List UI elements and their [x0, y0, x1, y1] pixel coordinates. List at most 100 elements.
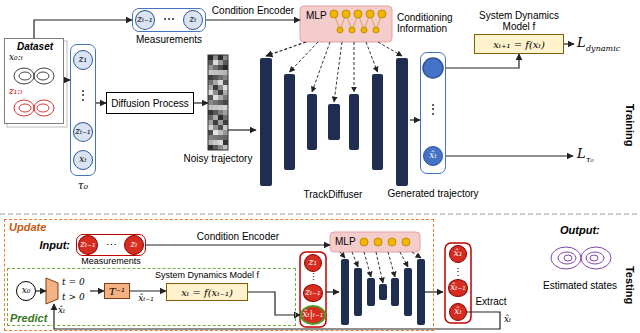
- state-circle: xₜ: [73, 150, 93, 170]
- noisy-heatmap-part: [223, 125, 228, 130]
- node-text: Measurements: [136, 34, 202, 45]
- state-circle: x̂ₜ₋₁: [448, 279, 469, 297]
- dataset-box: Datasetx₀:ₜz₁:ₜ: [4, 38, 64, 124]
- mlp-illustration: [300, 6, 420, 252]
- noisy-heatmap-part: [213, 105, 218, 110]
- noisy-heatmap-part: [208, 145, 213, 150]
- mlp-illustration-part: [300, 6, 392, 42]
- switch-trapezoid: [46, 278, 58, 304]
- noisy-heatmap-part: [218, 60, 223, 65]
- node-text: Input:: [39, 239, 70, 251]
- noisy-heatmap-part: [218, 135, 223, 140]
- conditioning-arrows-part: [378, 42, 402, 56]
- state-circle: zₜ: [183, 10, 203, 30]
- noisy-heatmap-part: [213, 140, 218, 145]
- state-circle: x̂ₜ: [423, 146, 443, 166]
- node-text: System Dynamics Model f: [155, 271, 259, 281]
- noisy-heatmap-part: [218, 100, 223, 105]
- flow-arrows: [326, 44, 574, 292]
- conditioning-arrows-part: [354, 42, 355, 92]
- noisy-heatmap-part: [218, 90, 223, 95]
- noisy-heatmap-part: [213, 95, 218, 100]
- connector: [266, 42, 306, 56]
- conditioning-arrows-part: [312, 42, 330, 92]
- node-text: x̂ₜ: [454, 307, 461, 317]
- conditioning-arrows-part: [290, 42, 319, 72]
- dataset-illustration-part: [14, 68, 54, 84]
- node-text: Generated trajectory: [387, 188, 478, 199]
- node-text: MLP: [335, 236, 356, 247]
- dynamics-box: System Dynamics Model fxₜ = f(xₜ₋₁): [166, 283, 248, 301]
- node-text: TrackDiffuser: [304, 189, 363, 200]
- node-text: zₜ: [131, 240, 138, 250]
- noisy-heatmap-part: [223, 55, 228, 60]
- noisy-heatmap-part: [208, 110, 213, 115]
- noisy-heatmap-part: [218, 130, 223, 135]
- dataset-illustration-part-part: [34, 68, 54, 84]
- unet-illustration-part: [307, 94, 317, 150]
- noisy-heatmap-part: [208, 80, 213, 85]
- noisy-heatmap-part: [218, 70, 223, 75]
- ellipsis: ⋯: [163, 13, 175, 26]
- noisy-heatmap-part: [208, 105, 213, 110]
- section-label: Testing: [624, 266, 636, 304]
- connector: [194, 102, 208, 103]
- mlp-illustration-part-part: [373, 27, 379, 33]
- edge-label: Condition Encoder: [211, 5, 295, 16]
- node-text: zₜ₋₁: [80, 240, 95, 250]
- noisy-heatmap-part: [208, 75, 213, 80]
- conditioning-arrows-part: [388, 252, 395, 277]
- node-text: z₁: [309, 258, 317, 268]
- connector: [36, 290, 46, 291]
- connector: [248, 292, 300, 315]
- node-text: Dataset: [17, 41, 53, 52]
- connector: [34, 20, 132, 38]
- dynamics-box: System Dynamics Model fxₜ₊₁ = f(xₜ): [474, 34, 564, 54]
- noisy-heatmap-part: [218, 120, 223, 125]
- mlp-illustration-part-part: [360, 238, 368, 246]
- noisy-heatmap-part: [213, 60, 218, 65]
- noisy-heatmap-part: [208, 125, 213, 130]
- unet-model: TrackDiffuser: [256, 56, 410, 186]
- node-text: zₜ₋₁: [305, 288, 320, 298]
- node-text: t > 0: [62, 293, 85, 303]
- unet-illustration-part: [284, 74, 295, 170]
- mlp-illustration-part-part: [378, 10, 386, 18]
- unet-illustration-part: [328, 104, 340, 140]
- edge-label: x̂ₜ₋₁: [137, 294, 155, 304]
- noisy-heatmap-part: [213, 55, 218, 60]
- ellipsis: ⋯: [106, 239, 117, 251]
- section-label: Training: [624, 104, 636, 147]
- state-circle: zₜ: [124, 235, 144, 255]
- noisy-heatmap-part: [213, 80, 218, 85]
- ellipsis: ⋮: [309, 273, 318, 283]
- noisy-heatmap-part: [218, 125, 223, 130]
- noisy-heatmap-part: [223, 95, 228, 100]
- mlp-illustration-part-part: [402, 238, 410, 246]
- state-circle: zₜ₋₁: [78, 235, 98, 255]
- noisy-heatmap-part: [213, 85, 218, 90]
- noisy-heatmap-part: [208, 100, 213, 105]
- conditioning-arrows-part: [334, 42, 342, 102]
- noisy-heatmap-part: [213, 125, 218, 130]
- unet-illustration-part: [396, 58, 408, 186]
- node-text: z₁: [79, 55, 87, 65]
- mlp-illustration-part-part: [361, 27, 367, 33]
- conditioning-arrows-part: [352, 252, 358, 267]
- node-text: zₜ₋₁: [75, 127, 90, 137]
- noisy-heatmap-part: [218, 80, 223, 85]
- mlp-illustration-part: [330, 10, 386, 33]
- connector: [90, 290, 104, 291]
- noisy-heatmap-part: [223, 110, 228, 115]
- noisy-heatmap-part: [218, 140, 223, 145]
- noisy-heatmap-part: [218, 105, 223, 110]
- noisy-heatmap-part: [208, 85, 213, 90]
- state-circle: x̂ₜ: [449, 303, 467, 321]
- conditioning-arrows-part: [400, 252, 408, 267]
- section-separator: [0, 214, 640, 215]
- node-text: x₀: [22, 286, 31, 296]
- noisy-heatmap: [208, 55, 228, 150]
- noisy-heatmap-part: [218, 75, 223, 80]
- node-text: T⁻¹: [109, 286, 125, 297]
